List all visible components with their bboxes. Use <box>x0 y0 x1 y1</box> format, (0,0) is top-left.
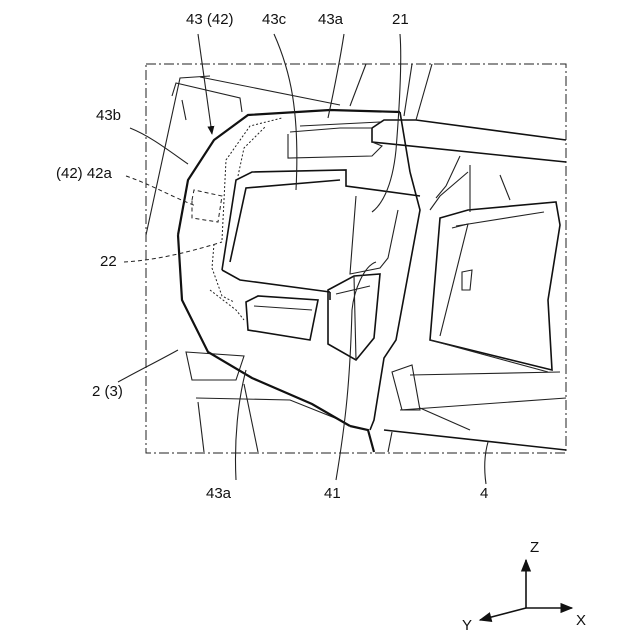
bottom-rail <box>384 365 566 452</box>
y-axis-label: Y <box>462 617 472 634</box>
label-43-42: 43 (42) <box>186 11 234 28</box>
x-axis-label: X <box>576 612 586 629</box>
label-42-42a: (42) 42a <box>56 165 113 182</box>
y-axis-arrow <box>480 608 526 620</box>
label-43c: 43c <box>262 11 287 28</box>
detail-boundary <box>146 64 566 453</box>
front-frame <box>178 110 420 452</box>
label-21: 21 <box>392 11 409 28</box>
hidden-outline <box>192 118 282 320</box>
label-43a-top: 43a <box>318 11 344 28</box>
reference-labels: 43 (42) 43c 43a 21 43b (42) 42a 22 2 (3)… <box>56 11 488 502</box>
label-22: 22 <box>100 253 117 270</box>
label-41: 41 <box>324 485 341 502</box>
upper-beam <box>288 64 566 162</box>
z-axis-label: Z <box>530 539 539 556</box>
label-2-3: 2 (3) <box>92 383 123 400</box>
label-4: 4 <box>480 485 488 502</box>
label-43b: 43b <box>96 107 121 124</box>
label-43a-bottom: 43a <box>206 485 232 502</box>
right-window <box>430 156 560 372</box>
leader-lines <box>118 34 488 484</box>
coordinate-axes: Z X Y <box>462 539 586 634</box>
